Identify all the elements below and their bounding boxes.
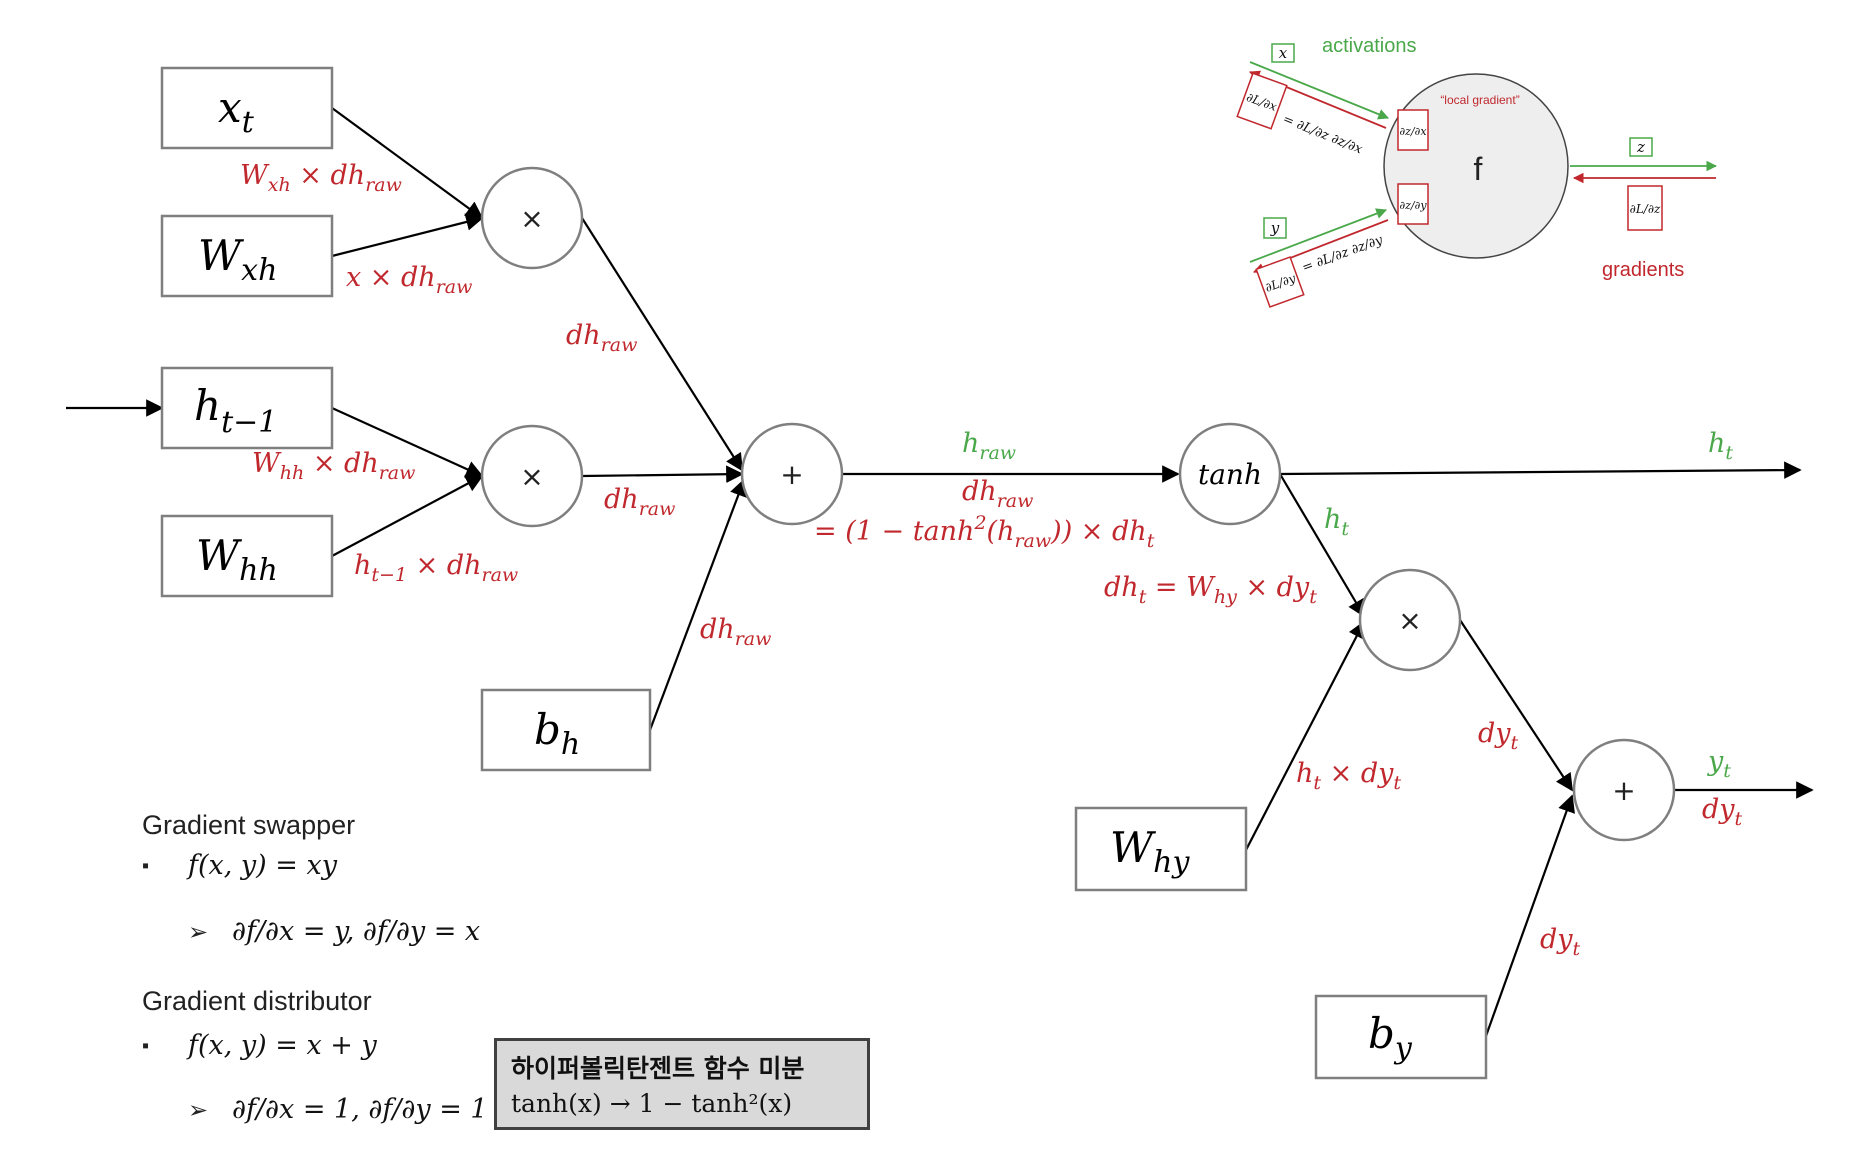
node-tanh: tanh (1178, 422, 1282, 526)
label-dht-eq: dht = Why × dyt (1104, 572, 1317, 608)
inset-gradients: gradients (1602, 259, 1684, 281)
svg-text:xt: xt (218, 83, 255, 140)
label-dyt-1: dyt (1478, 718, 1519, 754)
label-dyt-out: dyt (1702, 794, 1743, 830)
label-whh-dhraw: Whh × dhraw (252, 448, 415, 484)
svg-text:Wxh: Wxh (198, 231, 277, 288)
node-mul3: × (1358, 568, 1462, 672)
label-ht-out: ht (1708, 428, 1733, 464)
inset-x: x (1279, 44, 1288, 62)
distributor-title: Gradient distributor (142, 986, 372, 1016)
svg-text:Why: Why (1110, 823, 1190, 880)
label-hraw: hraw (962, 428, 1016, 464)
edge-tanh-mul3 (1279, 473, 1365, 618)
tanh-derivative-note: 하이퍼볼릭탄젠트 함수 미분 tanh(x) → 1 − tanh²(x) (494, 1038, 870, 1130)
swapper-derivative: ∂f/∂x = y, ∂f/∂y = x (232, 916, 480, 947)
edge-why-mul3 (1245, 620, 1365, 851)
edge-whh-mul2 (331, 475, 484, 557)
svg-text:+: + (780, 458, 803, 491)
label-ht1-dhraw: ht−1 × dhraw (354, 550, 518, 586)
edge-mul2-add1 (581, 465, 744, 483)
label-wxh-dhraw: Wxh × dhraw (240, 160, 402, 196)
gradient-rules: Gradient swapper ▪ f(x, y) = xy ➢ ∂f/∂x … (142, 810, 488, 1125)
inset-activations: activations (1322, 35, 1417, 57)
note-title: 하이퍼볼릭탄젠트 함수 미분 (511, 1054, 805, 1083)
swapper-arrow: ➢ (188, 919, 208, 946)
box-by: by (1314, 994, 1488, 1080)
edge-labels: Wxh × dhraw x × dhraw dhraw Whh × dhraw … (240, 160, 1743, 960)
node-mul1: × (480, 166, 584, 270)
svg-text:bh: bh (534, 705, 580, 762)
svg-text:by: by (1368, 1009, 1413, 1066)
svg-text:+: + (1612, 774, 1635, 807)
distributor-function: f(x, y) = x + y (186, 1030, 378, 1061)
label-ht-down: ht (1324, 504, 1349, 540)
label-dyt-2: dyt (1540, 924, 1581, 960)
inset-y: y (1270, 219, 1280, 237)
label-dhraw-top: dhraw (566, 320, 637, 356)
box-ht-1: ht−1 (160, 366, 334, 450)
edge-mul1-add1 (581, 217, 743, 472)
box-whh: Whh (160, 514, 334, 598)
edge-xt-mul1 (331, 107, 484, 220)
svg-text:×: × (520, 460, 543, 493)
label-x-dhraw: x × dhraw (346, 262, 472, 298)
svg-text:×: × (1398, 604, 1421, 637)
node-add2: + (1572, 738, 1676, 842)
edge-by-add2 (1484, 794, 1575, 1037)
label-dhraw-bottom: dhraw (700, 614, 771, 650)
box-why: Why (1074, 806, 1248, 892)
label-dhraw-center: dhraw (962, 476, 1033, 512)
svg-text:ht−1: ht−1 (194, 381, 277, 440)
inset-dzdy: ∂z/∂y (1399, 199, 1427, 212)
swapper-bullet: ▪ (142, 855, 149, 877)
node-mul2: × (480, 424, 584, 528)
inset-z: z (1636, 138, 1645, 156)
inset-f-node (1383, 73, 1569, 259)
label-dhraw-mid: dhraw (604, 484, 675, 520)
distributor-arrow: ➢ (188, 1097, 208, 1124)
edge-bh-add1 (648, 478, 747, 731)
inset-dzdx: ∂z/∂x (1399, 125, 1427, 138)
label-tanh-derivative: = (1 − tanh2(hraw)) × dht (814, 512, 1155, 552)
node-add1: + (740, 422, 844, 526)
edges (66, 107, 1814, 1037)
label-ht-dyt: ht × dyt (1296, 758, 1401, 794)
box-xt: xt (160, 66, 334, 150)
box-bh: bh (480, 688, 652, 772)
inset-local-gradient: “local gradient” (1440, 93, 1519, 107)
edge-ht1-mul2 (331, 406, 484, 478)
distributor-derivative: ∂f/∂x = 1, ∂f/∂y = 1 (232, 1094, 488, 1125)
svg-text:Whh: Whh (196, 531, 278, 588)
box-wxh: Wxh (160, 214, 334, 298)
edge-mul3-add2 (1459, 619, 1573, 792)
svg-text:tanh: tanh (1198, 458, 1262, 491)
edge-tanh-out (1279, 461, 1802, 479)
note-formula: tanh(x) → 1 − tanh²(x) (511, 1089, 793, 1118)
inset-dLdz: ∂L/∂z (1630, 202, 1661, 216)
distributor-bullet: ▪ (142, 1035, 149, 1057)
inset-f: f (1474, 151, 1483, 187)
swapper-function: f(x, y) = xy (186, 850, 338, 881)
label-yt-out: yt (1707, 746, 1731, 782)
svg-text:×: × (520, 202, 543, 235)
swapper-title: Gradient swapper (142, 810, 355, 840)
edge-wxh-mul1 (331, 213, 484, 258)
local-gradient-inset: “local gradient” f activations gradients… (1230, 35, 1718, 308)
